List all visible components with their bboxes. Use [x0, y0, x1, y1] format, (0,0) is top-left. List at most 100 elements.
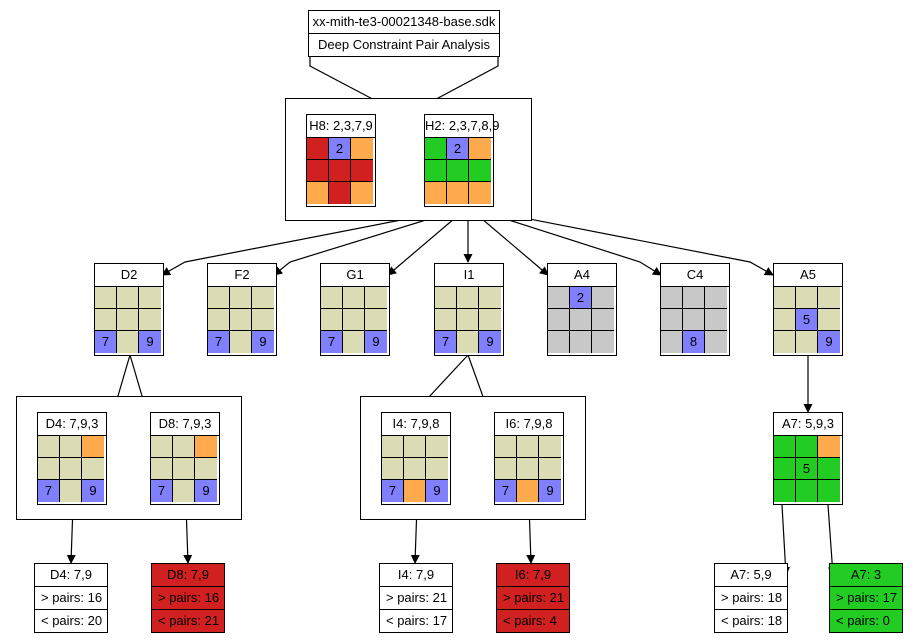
grid-cell [404, 436, 426, 458]
grid-cell [774, 458, 796, 480]
grid-cell [351, 160, 373, 182]
grid-cell: 7 [382, 480, 404, 502]
node-grid: 5 [774, 436, 842, 502]
grid-cell [705, 287, 727, 309]
result-greater-pairs: > pairs: 16 [35, 586, 107, 609]
grid-cell [307, 138, 329, 160]
grid-cell [426, 458, 448, 480]
grid-cell [457, 331, 479, 353]
result-greater-pairs: > pairs: 21 [380, 586, 452, 609]
grid-cell [343, 331, 365, 353]
grid-cell [517, 480, 539, 502]
result-greater-pairs: > pairs: 21 [497, 586, 569, 609]
grid-cell [321, 309, 343, 331]
result-label: I6: 7,9 [514, 567, 552, 582]
grid-cell: 2 [570, 287, 592, 309]
grid-cell [343, 309, 365, 331]
grid-cell [457, 309, 479, 331]
grid-cell [796, 287, 818, 309]
grid-cell [382, 436, 404, 458]
grid-cell [329, 160, 351, 182]
result-label: I4: 7,9 [397, 567, 435, 582]
grid-cell [548, 309, 570, 331]
node-label: A5 [774, 264, 842, 287]
grid-cell [435, 309, 457, 331]
node-label: H2: 2,3,7,8,9 [425, 115, 499, 138]
grid-cell [425, 160, 447, 182]
grid-cell [479, 309, 501, 331]
grid-cell [818, 480, 840, 502]
root-title-box: xx-mith-te3-00021348-base.sdk Deep Const… [308, 10, 500, 57]
node-label: A7: 5,9,3 [774, 413, 842, 436]
grid-cell [173, 480, 195, 502]
grid-cell: 7 [495, 480, 517, 502]
node-label: H8: 2,3,7,9 [307, 115, 375, 138]
grid-cell [404, 458, 426, 480]
grid-cell [173, 436, 195, 458]
node-label: I6: 7,9,8 [495, 413, 563, 436]
grid-cell [517, 458, 539, 480]
root-subtitle: Deep Constraint Pair Analysis [309, 33, 499, 56]
grid-cell [661, 287, 683, 309]
grid-cell [252, 309, 274, 331]
grid-cell [570, 309, 592, 331]
grid-cell [495, 458, 517, 480]
grid-cell [818, 309, 840, 331]
grid-cell [818, 458, 840, 480]
grid-cell [570, 331, 592, 353]
grid-cell [426, 436, 448, 458]
grid-cell [38, 458, 60, 480]
node-label: I4: 7,9,8 [382, 413, 450, 436]
grid-cell: 9 [479, 331, 501, 353]
grid-cell [382, 458, 404, 480]
grid-cell [139, 309, 161, 331]
node-label: D8: 7,9,3 [151, 413, 219, 436]
grid-cell [447, 160, 469, 182]
grid-cell [230, 309, 252, 331]
result-greater-pairs: > pairs: 17 [830, 586, 902, 609]
node-grid: 8 [661, 287, 729, 353]
grid-cell: 7 [151, 480, 173, 502]
grid-cell [469, 160, 491, 182]
grid-cell [683, 309, 705, 331]
grid-cell: 9 [195, 480, 217, 502]
grid-cell [548, 287, 570, 309]
grid-cell [82, 436, 104, 458]
grid-cell [796, 480, 818, 502]
result-lesser-pairs: < pairs: 0 [830, 609, 902, 632]
result-label: D8: 7,9 [167, 567, 209, 582]
grid-cell: 7 [95, 331, 117, 353]
grid-cell: 9 [365, 331, 387, 353]
grid-cell [365, 309, 387, 331]
result-ri6: I6: 7,9> pairs: 21< pairs: 4 [496, 563, 570, 633]
grid-cell [447, 182, 469, 204]
grid-cell [661, 331, 683, 353]
grid-cell [479, 287, 501, 309]
grid-cell: 2 [329, 138, 351, 160]
result-lesser-pairs: < pairs: 18 [715, 609, 787, 632]
node-label: G1 [321, 264, 389, 287]
grid-cell [195, 458, 217, 480]
grid-cell [208, 287, 230, 309]
grid-cell [774, 287, 796, 309]
grid-cell [796, 436, 818, 458]
grid-cell [774, 436, 796, 458]
grid-cell: 9 [426, 480, 448, 502]
grid-cell [365, 287, 387, 309]
grid-cell: 7 [208, 331, 230, 353]
grid-cell [329, 182, 351, 204]
result-lesser-pairs: < pairs: 21 [152, 609, 224, 632]
result-greater-pairs: > pairs: 16 [152, 586, 224, 609]
grid-cell [321, 287, 343, 309]
